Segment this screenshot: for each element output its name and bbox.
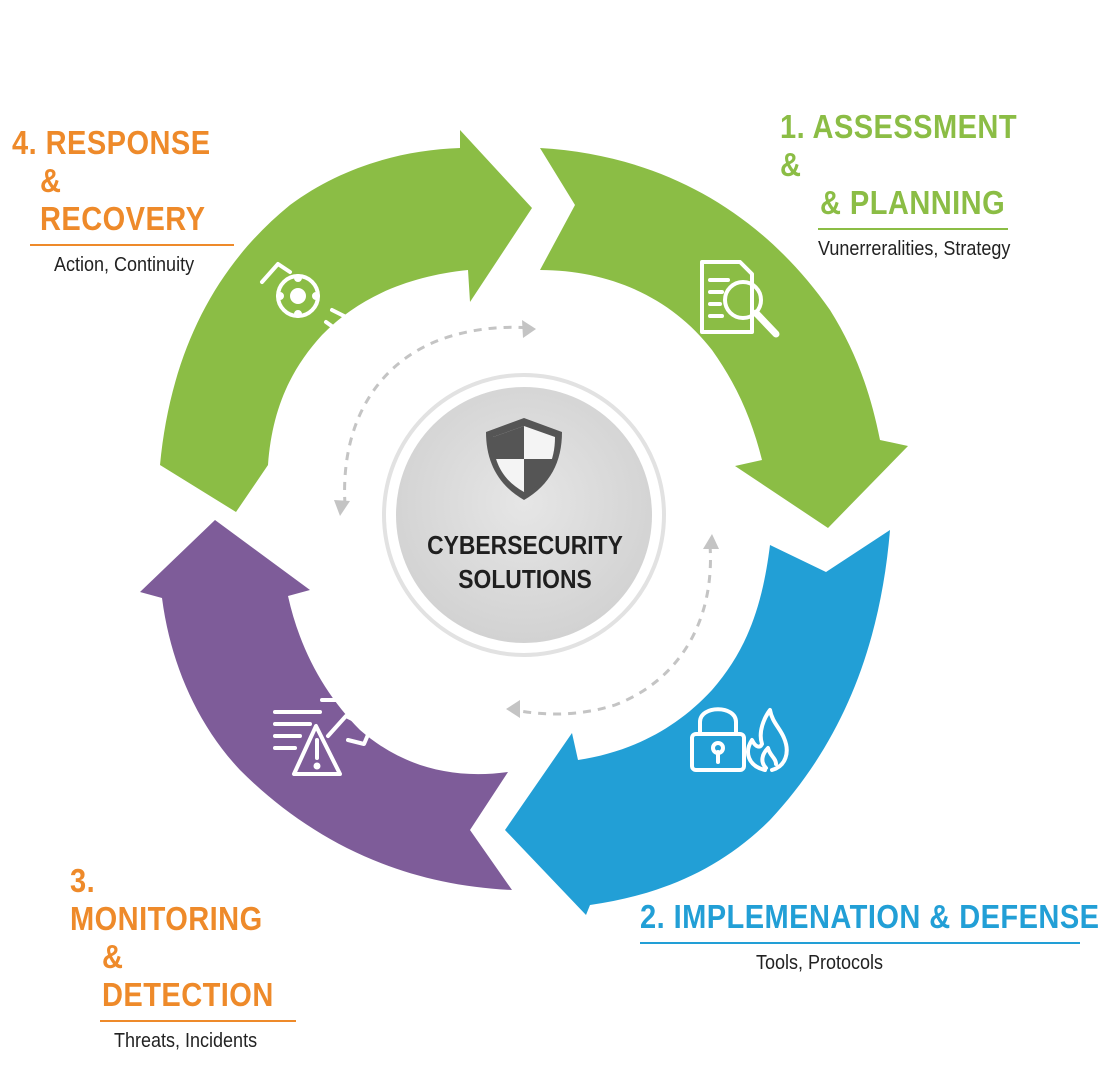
dashed-arrowheads xyxy=(334,320,719,718)
stage-1-label: 1. ASSESSMENT & & PLANNING Vunerreraliti… xyxy=(780,108,1050,261)
stage-2-subtitle: Tools, Protocols xyxy=(756,952,884,974)
shield-icon xyxy=(486,418,562,500)
stage-4-title-line1: 4. RESPONSE xyxy=(12,124,211,161)
lock-fire-icon xyxy=(690,707,789,772)
stage-1-arrow xyxy=(540,148,908,528)
stage-4-title-line2: & RECOVERY xyxy=(40,162,206,237)
stage-2-title: 2. IMPLEMENATION & DEFENSE xyxy=(640,898,1099,935)
stage-2-label: 2. IMPLEMENATION & DEFENSE Tools, Protoc… xyxy=(640,898,1099,975)
stage-3-title-line2: & DETECTION xyxy=(102,938,274,1013)
center-disc xyxy=(396,387,652,643)
stage-3-label: 3. MONITORING & DETECTION Threats, Incid… xyxy=(70,862,310,1053)
center-title-line2: SOLUTIONS xyxy=(458,564,592,594)
stage-1-title-line1: 1. ASSESSMENT & xyxy=(780,108,1018,183)
stage-2-underline xyxy=(640,942,1080,944)
stage-3-underline xyxy=(100,1020,296,1022)
stage-3-arrow xyxy=(140,520,512,890)
center-title-line1: CYBERSECURITY xyxy=(427,530,623,560)
stage-3-subtitle: Threats, Incidents xyxy=(114,1030,258,1052)
document-search-icon xyxy=(700,260,780,338)
alert-report-icon xyxy=(273,698,372,776)
stage-4-label: 4. RESPONSE & RECOVERY Action, Continuit… xyxy=(12,124,242,277)
target-recovery-icon xyxy=(260,262,350,334)
stage-2-arrow xyxy=(505,530,890,915)
stage-4-underline xyxy=(30,244,234,246)
stage-4-subtitle: Action, Continuity xyxy=(54,254,195,276)
center-title: CYBERSECURITY SOLUTIONS xyxy=(415,528,635,596)
stage-4-arrow xyxy=(160,130,532,512)
stage-1-title-line2: & PLANNING xyxy=(820,184,1006,221)
dashed-cycle-arrows xyxy=(343,325,712,716)
stage-3-title-line1: 3. MONITORING xyxy=(70,862,263,937)
stage-1-underline xyxy=(818,228,1008,230)
stage-1-subtitle: Vunerreralities, Strategy xyxy=(818,238,1011,260)
